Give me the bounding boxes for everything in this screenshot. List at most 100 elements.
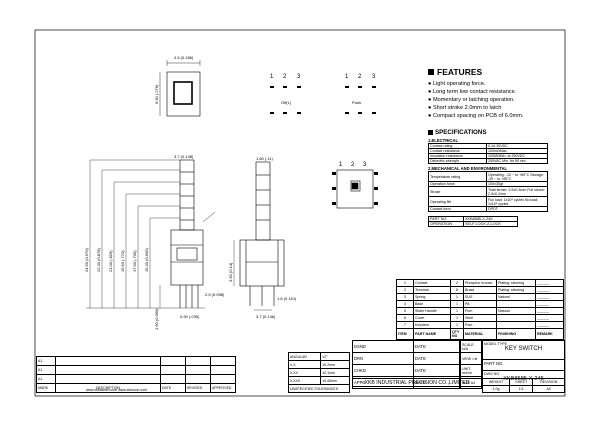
table-row: UNSPECIFIED TOLERANCES — [288, 384, 350, 393]
model-type: KEY SWITCH — [504, 346, 543, 352]
feature-item: ● Light operating force. — [428, 81, 486, 87]
feature-item: ● Compact spacing on PCB of 6.0mm. — [428, 113, 524, 119]
pin-label: 2 — [351, 162, 355, 168]
table-row: A1 — [36, 365, 236, 375]
dimension-ladder — [86, 159, 205, 309]
features-heading: FEATURES — [428, 67, 578, 77]
side-view — [233, 161, 285, 311]
pin-label: 2 — [283, 74, 287, 80]
dim-front-top: 3.7 (0.138) — [174, 154, 194, 159]
square-bullet-icon — [428, 130, 433, 135]
electrical-title: 1.ELECTRICAL — [428, 138, 459, 143]
schematic-caption: Off(L) — [281, 100, 292, 105]
specifications-title: SPECIFICATIONS — [435, 129, 487, 136]
mechanical-title: 2.MECHANICAL AND ENVIRONMENTAL — [428, 166, 508, 171]
dim-label: 3.50 (0.14) — [228, 262, 233, 282]
table-row: X.XXX±0.05mm — [287, 376, 350, 385]
website-text: www.xkbswitch.com www.xkbconn.com — [86, 388, 148, 392]
dim-top-height: 6.90 (.276) — [154, 84, 159, 104]
schematic-caption: Push — [352, 100, 361, 105]
dim-label: 1.60 (0.060) — [154, 308, 159, 330]
tolerance-table: ANGULAR±2° X.X±0.2mm X.XX±0.1mm X.XXX±0.… — [287, 352, 350, 393]
table-row: X.X±0.2mm — [287, 360, 350, 369]
table-row: A1 — [36, 356, 236, 366]
schematic-off: 1 2 3 Off(L) — [270, 74, 301, 114]
dim-label: 19.50 (.770) — [120, 250, 125, 272]
table-row: SCALE N/A — [460, 340, 482, 353]
features-title: FEATURES — [437, 67, 483, 77]
dim-label: 1.6 (0.110) — [277, 296, 297, 301]
pcb-footprint: 1 2 3 — [332, 162, 378, 209]
square-bullet-icon — [428, 69, 434, 75]
dim-label: 17.90 (.700) — [132, 250, 137, 272]
dim-label: 15.40 (0.606) — [144, 248, 149, 272]
scale-table: SCALE N/A VIEW ◐⊕ UNIT mm/in SIZE A4 — [460, 340, 482, 389]
features-section: FEATURES ● Light operating force. ● Long… — [428, 67, 578, 120]
table-row: X.XX±0.1mm — [287, 368, 350, 377]
table-row: VIEW ◐⊕ — [460, 352, 482, 365]
schematic-push: 1 2 3 Push — [345, 74, 376, 114]
table-row: ANGULAR±2° — [287, 352, 350, 361]
pin-label: 1 — [339, 162, 343, 168]
dim-label: 21.00 (.826) — [108, 250, 113, 272]
pin-label: 3 — [363, 162, 367, 168]
dim-label: 3.7 (0.146) — [256, 314, 276, 319]
table-row: PART NO. — [482, 359, 565, 371]
dim-side-top: 1.60 (.11) — [256, 156, 273, 161]
pin-label: 1 — [345, 74, 349, 80]
feature-item: ● Long term low contact resistance. — [428, 89, 517, 95]
dim-label: 24.50 (0.970) — [84, 248, 89, 272]
drawing-border — [34, 29, 566, 397]
table-row: UNIT mm/in — [460, 364, 482, 377]
pin-label: 3 — [297, 74, 301, 80]
top-view — [159, 60, 201, 117]
projection-icon: ◐⊕ — [472, 356, 478, 361]
dim-top-width: 4.5 (0.186) — [174, 55, 194, 60]
specifications-section: SPECIFICATIONS 1.ELECTRICAL Contact rati… — [428, 129, 558, 227]
company-name: XKB INDUSTRIAL PRECISION CO.,LIMITED — [352, 378, 482, 387]
table-row: A1 — [36, 374, 236, 384]
dim-label: 0.90 (.035) — [180, 314, 200, 319]
dim-label: 2.5 (0.098) — [205, 292, 225, 297]
feature-item: ● Short stroke 2.0mm to latch — [428, 105, 502, 111]
specifications-heading: SPECIFICATIONS — [428, 129, 558, 136]
feature-item: ● Momentary or latching operation. — [428, 97, 515, 103]
dim-label: 22.30 (0.878) — [96, 248, 101, 272]
pin-label: 1 — [270, 74, 274, 80]
pin-label: 3 — [372, 74, 376, 80]
pin-label: 2 — [358, 74, 362, 80]
front-view — [170, 159, 216, 308]
